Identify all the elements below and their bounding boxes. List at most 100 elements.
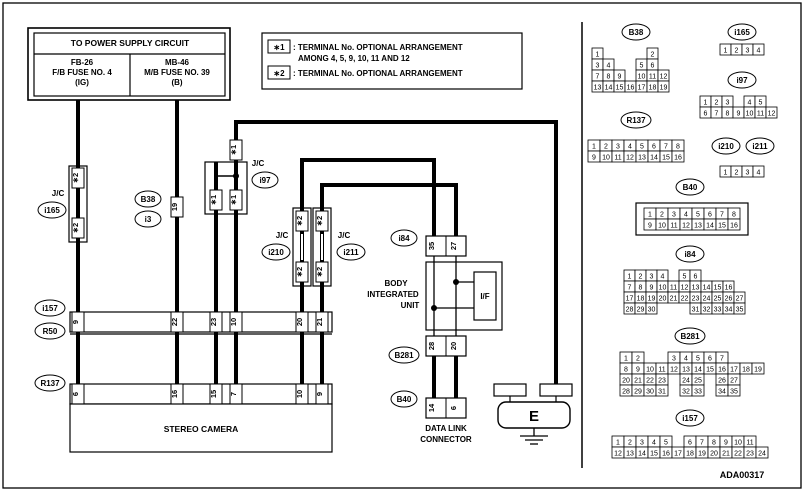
i157-grid-pin-8: 8 (712, 440, 716, 447)
wire-ground (234, 120, 558, 384)
i97-splice-lines (204, 161, 248, 215)
i210-grid-pin-2: 2 (735, 170, 739, 177)
i165-grid-cell (752, 43, 765, 56)
b40-grid-pin-5: 5 (696, 212, 700, 219)
i157-pin-cell (229, 311, 243, 333)
b281-grid-pin-12: 12 (670, 367, 678, 374)
b38-grid-pin-13: 13 (594, 85, 602, 92)
i84-pin-1: 35 (427, 242, 436, 250)
b281-badge: B281 (394, 351, 414, 360)
i84-grid-pin-17: 17 (626, 296, 634, 303)
r50-badge: R50 (43, 327, 58, 336)
b281-grid-pin-6: 6 (708, 356, 712, 363)
i84-grid-pin-29: 29 (637, 307, 645, 314)
b40-grid-pin-12: 12 (682, 223, 690, 230)
i211-top-star: ∗2 (315, 216, 324, 226)
fuse-left-line2: F/B FUSE NO. 4 (52, 68, 112, 77)
i97-grid-pin-12: 12 (768, 111, 776, 118)
i84-grid-pin-13: 13 (692, 285, 700, 292)
legend-text1-line2: AMONG 4, 5, 9, 10, 11 AND 12 (298, 54, 410, 63)
b40-grid-pin-10: 10 (658, 223, 666, 230)
b281-pin-1: 28 (427, 342, 436, 350)
fuse-left-line3: (IG) (75, 78, 89, 87)
i97-grid-pin-11: 11 (757, 111, 764, 118)
i157-grid-pin-17: 17 (674, 451, 682, 458)
i84-grid-pin-14: 14 (703, 285, 711, 292)
dlc-line2: CONNECTOR (420, 435, 472, 444)
i84-grid-pin-12: 12 (681, 285, 689, 292)
i157-pin-23: 23 (209, 318, 218, 326)
b40-grid-pin-13: 13 (694, 223, 702, 230)
b40-grid-pin-8: 8 (732, 212, 736, 219)
b281-grid-cell (727, 384, 741, 397)
biu-line2: INTEGRATED (367, 290, 419, 299)
i97-grid-pin-10: 10 (746, 111, 754, 118)
i84-grid-pin-21: 21 (670, 296, 678, 303)
b38-grid-pin-12: 12 (660, 74, 668, 81)
fuse-right-line1: MB-46 (165, 58, 190, 67)
i84-pin-2: 27 (449, 242, 458, 250)
i84-grid-pin-20: 20 (659, 296, 667, 303)
b38-grid-pin-14: 14 (605, 85, 613, 92)
b281-grid-pin-1: 1 (624, 356, 628, 363)
r137-grid-cell (671, 150, 685, 163)
i84-grid-pin-16: 16 (725, 285, 733, 292)
grid-b38-label: B38 (629, 28, 644, 37)
i84-grid-pin-30: 30 (648, 307, 656, 314)
b281-grid-pin-19: 19 (754, 367, 762, 374)
i157-pin-10: 10 (229, 318, 238, 326)
b38-grid-cell (657, 80, 670, 93)
i165-bottom-star: ∗2 (71, 223, 80, 233)
i84-grid-pin-11: 11 (670, 285, 677, 292)
b40-grid-cell (727, 218, 741, 231)
i84-grid-pin-32: 32 (703, 307, 711, 314)
b281-grid-pin-2: 2 (636, 356, 640, 363)
b38-grid-pin-3: 3 (596, 63, 600, 70)
b281-grid-pin-24: 24 (682, 378, 690, 385)
b38-grid-pin-9: 9 (618, 74, 622, 81)
i157-grid-pin-16: 16 (662, 451, 670, 458)
i84-grid-pin-18: 18 (637, 296, 645, 303)
if-label: I/F (480, 292, 489, 301)
i84-grid-pin-5: 5 (683, 274, 687, 281)
r137-grid-pin-13: 13 (638, 155, 646, 162)
b281-grid-pin-7: 7 (720, 356, 724, 363)
r137-pin-15: 15 (209, 390, 218, 398)
legend-text1-line1: : TERMINAL No. OPTIONAL ARRANGEMENT (293, 43, 463, 52)
i157-badge: i157 (42, 304, 58, 313)
r137-grid-pin-3: 3 (616, 144, 620, 151)
b40-pin-1: 14 (427, 403, 436, 412)
b38-grid-pin-17: 17 (638, 85, 646, 92)
b38-grid-pin-15: 15 (616, 85, 624, 92)
i84-grid-cell (645, 302, 658, 315)
b40-grid-pin-9: 9 (648, 223, 652, 230)
b38-pin: 19 (170, 203, 179, 211)
figure-id: ADA00317 (720, 470, 765, 480)
i97-grid-pin-9: 9 (737, 111, 741, 118)
i157-grid-pin-22: 22 (734, 451, 742, 458)
i210-grid-pin-1: 1 (724, 170, 728, 177)
grid-b281-label: B281 (680, 332, 700, 341)
body-integrated-unit: 35 27 i84 I/F BODY INTEGRATED UNIT 28 20… (367, 229, 503, 364)
i84-grid-pin-31: 31 (692, 307, 700, 314)
i157-pin-cell (295, 311, 309, 333)
i97-grid-pin-5: 5 (759, 100, 763, 107)
legend-box: ∗1 : TERMINAL No. OPTIONAL ARRANGEMENT A… (261, 32, 523, 90)
b281-grid-pin-28: 28 (622, 389, 630, 396)
b40-grid-pin-11: 11 (670, 223, 677, 230)
r137-pin-10: 10 (295, 390, 304, 398)
b38-grid-pin-16: 16 (627, 85, 635, 92)
r137-pin-7: 7 (229, 392, 238, 396)
grid-i157-label: i157 (682, 414, 698, 423)
i157-grid-pin-2: 2 (628, 440, 632, 447)
r137-pin-16: 16 (170, 390, 179, 398)
i157-grid-pin-23: 23 (746, 451, 754, 458)
i210-grid-pin-3: 3 (746, 170, 750, 177)
i157-pin-cell (315, 311, 329, 333)
